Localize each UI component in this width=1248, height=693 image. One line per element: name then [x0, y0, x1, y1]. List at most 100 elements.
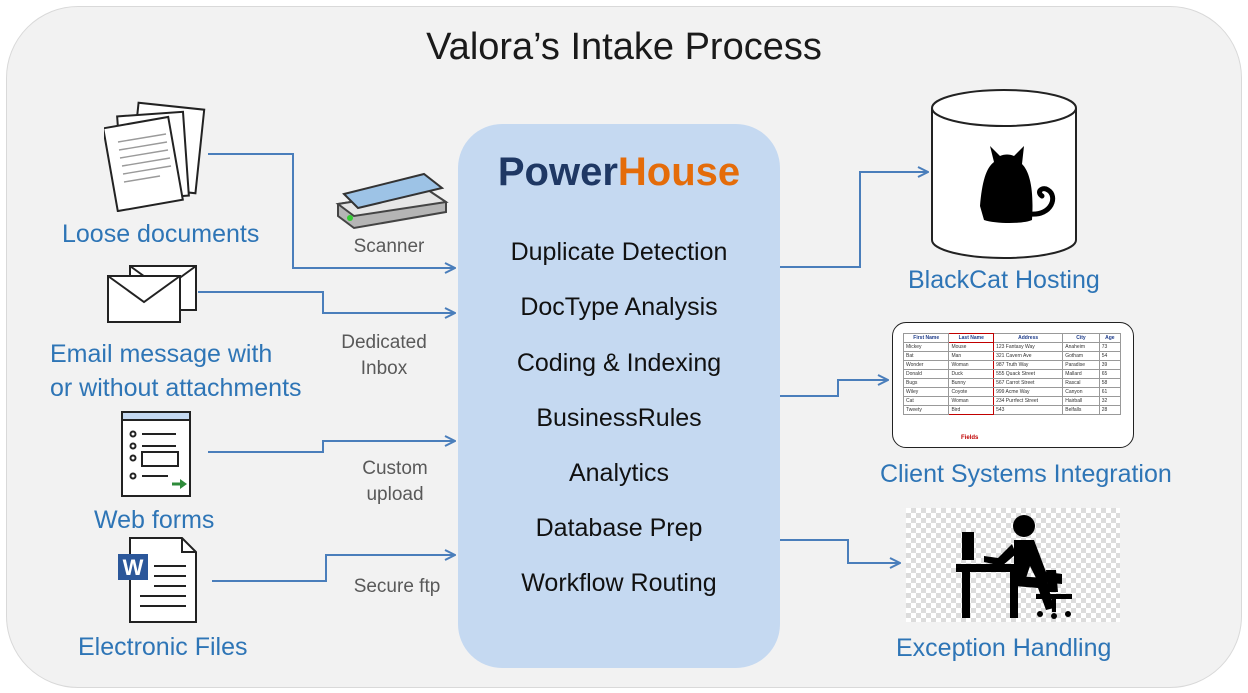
brand-house: House [617, 150, 741, 194]
table-row: Bugs Bunny 567 Carrot Street Rascal 58 [902, 378, 1122, 388]
table-cell: Wonder [902, 360, 950, 370]
table-cell: 39 [1098, 360, 1122, 370]
channel-inbox-line1: Dedicated [341, 332, 427, 353]
table-cell: 543 [993, 405, 1064, 415]
brand-power: Power [497, 150, 618, 194]
table-cell: Mouse [948, 342, 995, 352]
destination-hosting: BlackCat Hosting [908, 266, 1100, 294]
table-cell: Donald [902, 369, 950, 379]
fields-annotation: Fields [961, 435, 979, 441]
table-cell: Tweety [902, 405, 950, 415]
table-cell: Bugs [902, 378, 950, 388]
scanner-icon [335, 172, 449, 230]
source-email-line2: or without attachments [50, 374, 302, 402]
table-cell: Cat [902, 396, 950, 406]
exceptions-connector [780, 539, 900, 563]
table-cell: 999 Acme Way [993, 387, 1064, 397]
channel-upload-line2: upload [366, 484, 424, 505]
table-cell: Mallard [1062, 369, 1100, 379]
table-cell: 555 Quack Street [993, 369, 1064, 379]
table-cell: Woman [948, 360, 995, 370]
table-cell: Coyote [948, 387, 995, 397]
channel-upload-line1: Custom [362, 458, 428, 479]
table-cell: 28 [1098, 405, 1122, 415]
table-cell: Rascal [1062, 378, 1100, 388]
table-row: Wiley Coyote 999 Acme Way Canyon 61 [902, 387, 1122, 397]
channel-upload: Custom upload [340, 456, 450, 508]
source-loose-documents: Loose documents [62, 220, 260, 248]
integration-connector [780, 380, 888, 397]
step-business-rules: BusinessRules [536, 404, 702, 432]
hosting-connector [780, 172, 928, 268]
table-cell: 54 [1098, 351, 1122, 361]
table-cell: 234 Purrfect Street [993, 396, 1064, 406]
step-analytics: Analytics [568, 459, 670, 487]
step-doctype-analysis: DocType Analysis [520, 293, 718, 321]
destination-integration: Client Systems Integration [880, 460, 1172, 488]
channel-inbox-line2: Inbox [360, 358, 408, 379]
table-cell: 73 [1098, 342, 1122, 352]
step-duplicate-detection: Duplicate Detection [510, 238, 728, 266]
table-cell: Hairball [1062, 396, 1100, 406]
table-cell: Woman [948, 396, 995, 406]
channel-scanner: Scanner [353, 236, 425, 257]
web-form-icon [121, 411, 191, 497]
table-header: First Name [902, 333, 950, 343]
table-row: Donald Duck 555 Quack Street Mallard 65 [902, 369, 1122, 379]
table-header: Age [1098, 333, 1122, 343]
step-database-prep: Database Prep [535, 514, 703, 542]
table-cell: Mickey [902, 342, 950, 352]
table-header: Last Name [948, 333, 995, 343]
table-header: Address [993, 333, 1064, 343]
table-cell: 65 [1098, 369, 1122, 379]
table-row: Cat Woman 234 Purrfect Street Hairball 3… [902, 396, 1122, 406]
table-cell: 321 Cavern Ave [993, 351, 1064, 361]
channel-ftp: Secure ftp [353, 576, 441, 597]
black-cat-icon [980, 146, 1055, 223]
word-document-icon: W [118, 537, 197, 623]
table-cell: 567 Carrot Street [993, 378, 1064, 388]
exception-handling-image [906, 508, 1120, 622]
table-cell: Bird [948, 405, 995, 415]
source-web-forms: Web forms [94, 506, 215, 534]
database-cylinder-icon [931, 89, 1077, 259]
client-table: First Name Last Name Address City Age Mi… [902, 333, 1122, 415]
powerhouse-block [458, 124, 780, 668]
table-cell: Anaheim [1062, 342, 1100, 352]
table-cell: Bunny [948, 378, 995, 388]
table-cell: 61 [1098, 387, 1122, 397]
email-connector [198, 291, 455, 313]
table-cell: Paradise [1062, 360, 1100, 370]
table-cell: Man [948, 351, 995, 361]
table-cell: Canyon [1062, 387, 1100, 397]
table-cell: Duck [948, 369, 995, 379]
diagram-title: Valora’s Intake Process [426, 26, 822, 68]
table-row: Bat Man 321 Cavern Ave Gotham 54 [902, 351, 1122, 361]
client-systems-table-card: First Name Last Name Address City Age Mi… [892, 322, 1134, 448]
destination-exceptions: Exception Handling [896, 634, 1112, 662]
loose-docs-connector [208, 153, 455, 268]
table-cell: 32 [1098, 396, 1122, 406]
svg-text:W: W [123, 555, 144, 580]
table-row: Mickey Mouse 123 Fantasy Way Anaheim 73 [902, 342, 1122, 352]
table-cell: Wiley [902, 387, 950, 397]
person-at-desk-icon [956, 515, 1072, 619]
table-cell: 987 Truth Way [993, 360, 1064, 370]
table-cell: 123 Fantasy Way [993, 342, 1064, 352]
table-cell: Bat [902, 351, 950, 361]
envelope-icon [107, 265, 197, 323]
web-forms-connector [208, 441, 455, 453]
step-workflow-routing: Workflow Routing [521, 569, 717, 597]
table-cell: Belfalls [1062, 405, 1100, 415]
documents-icon [104, 101, 206, 212]
powerhouse-brand: PowerHouse [458, 150, 780, 195]
step-coding-indexing: Coding & Indexing [516, 349, 722, 377]
table-cell: Gotham [1062, 351, 1100, 361]
table-cell: 58 [1098, 378, 1122, 388]
table-header: City [1062, 333, 1100, 343]
source-electronic-files: Electronic Files [78, 633, 248, 661]
table-row: Tweety Bird 543 Belfalls 28 [902, 405, 1122, 415]
electronic-files-connector [212, 555, 455, 582]
